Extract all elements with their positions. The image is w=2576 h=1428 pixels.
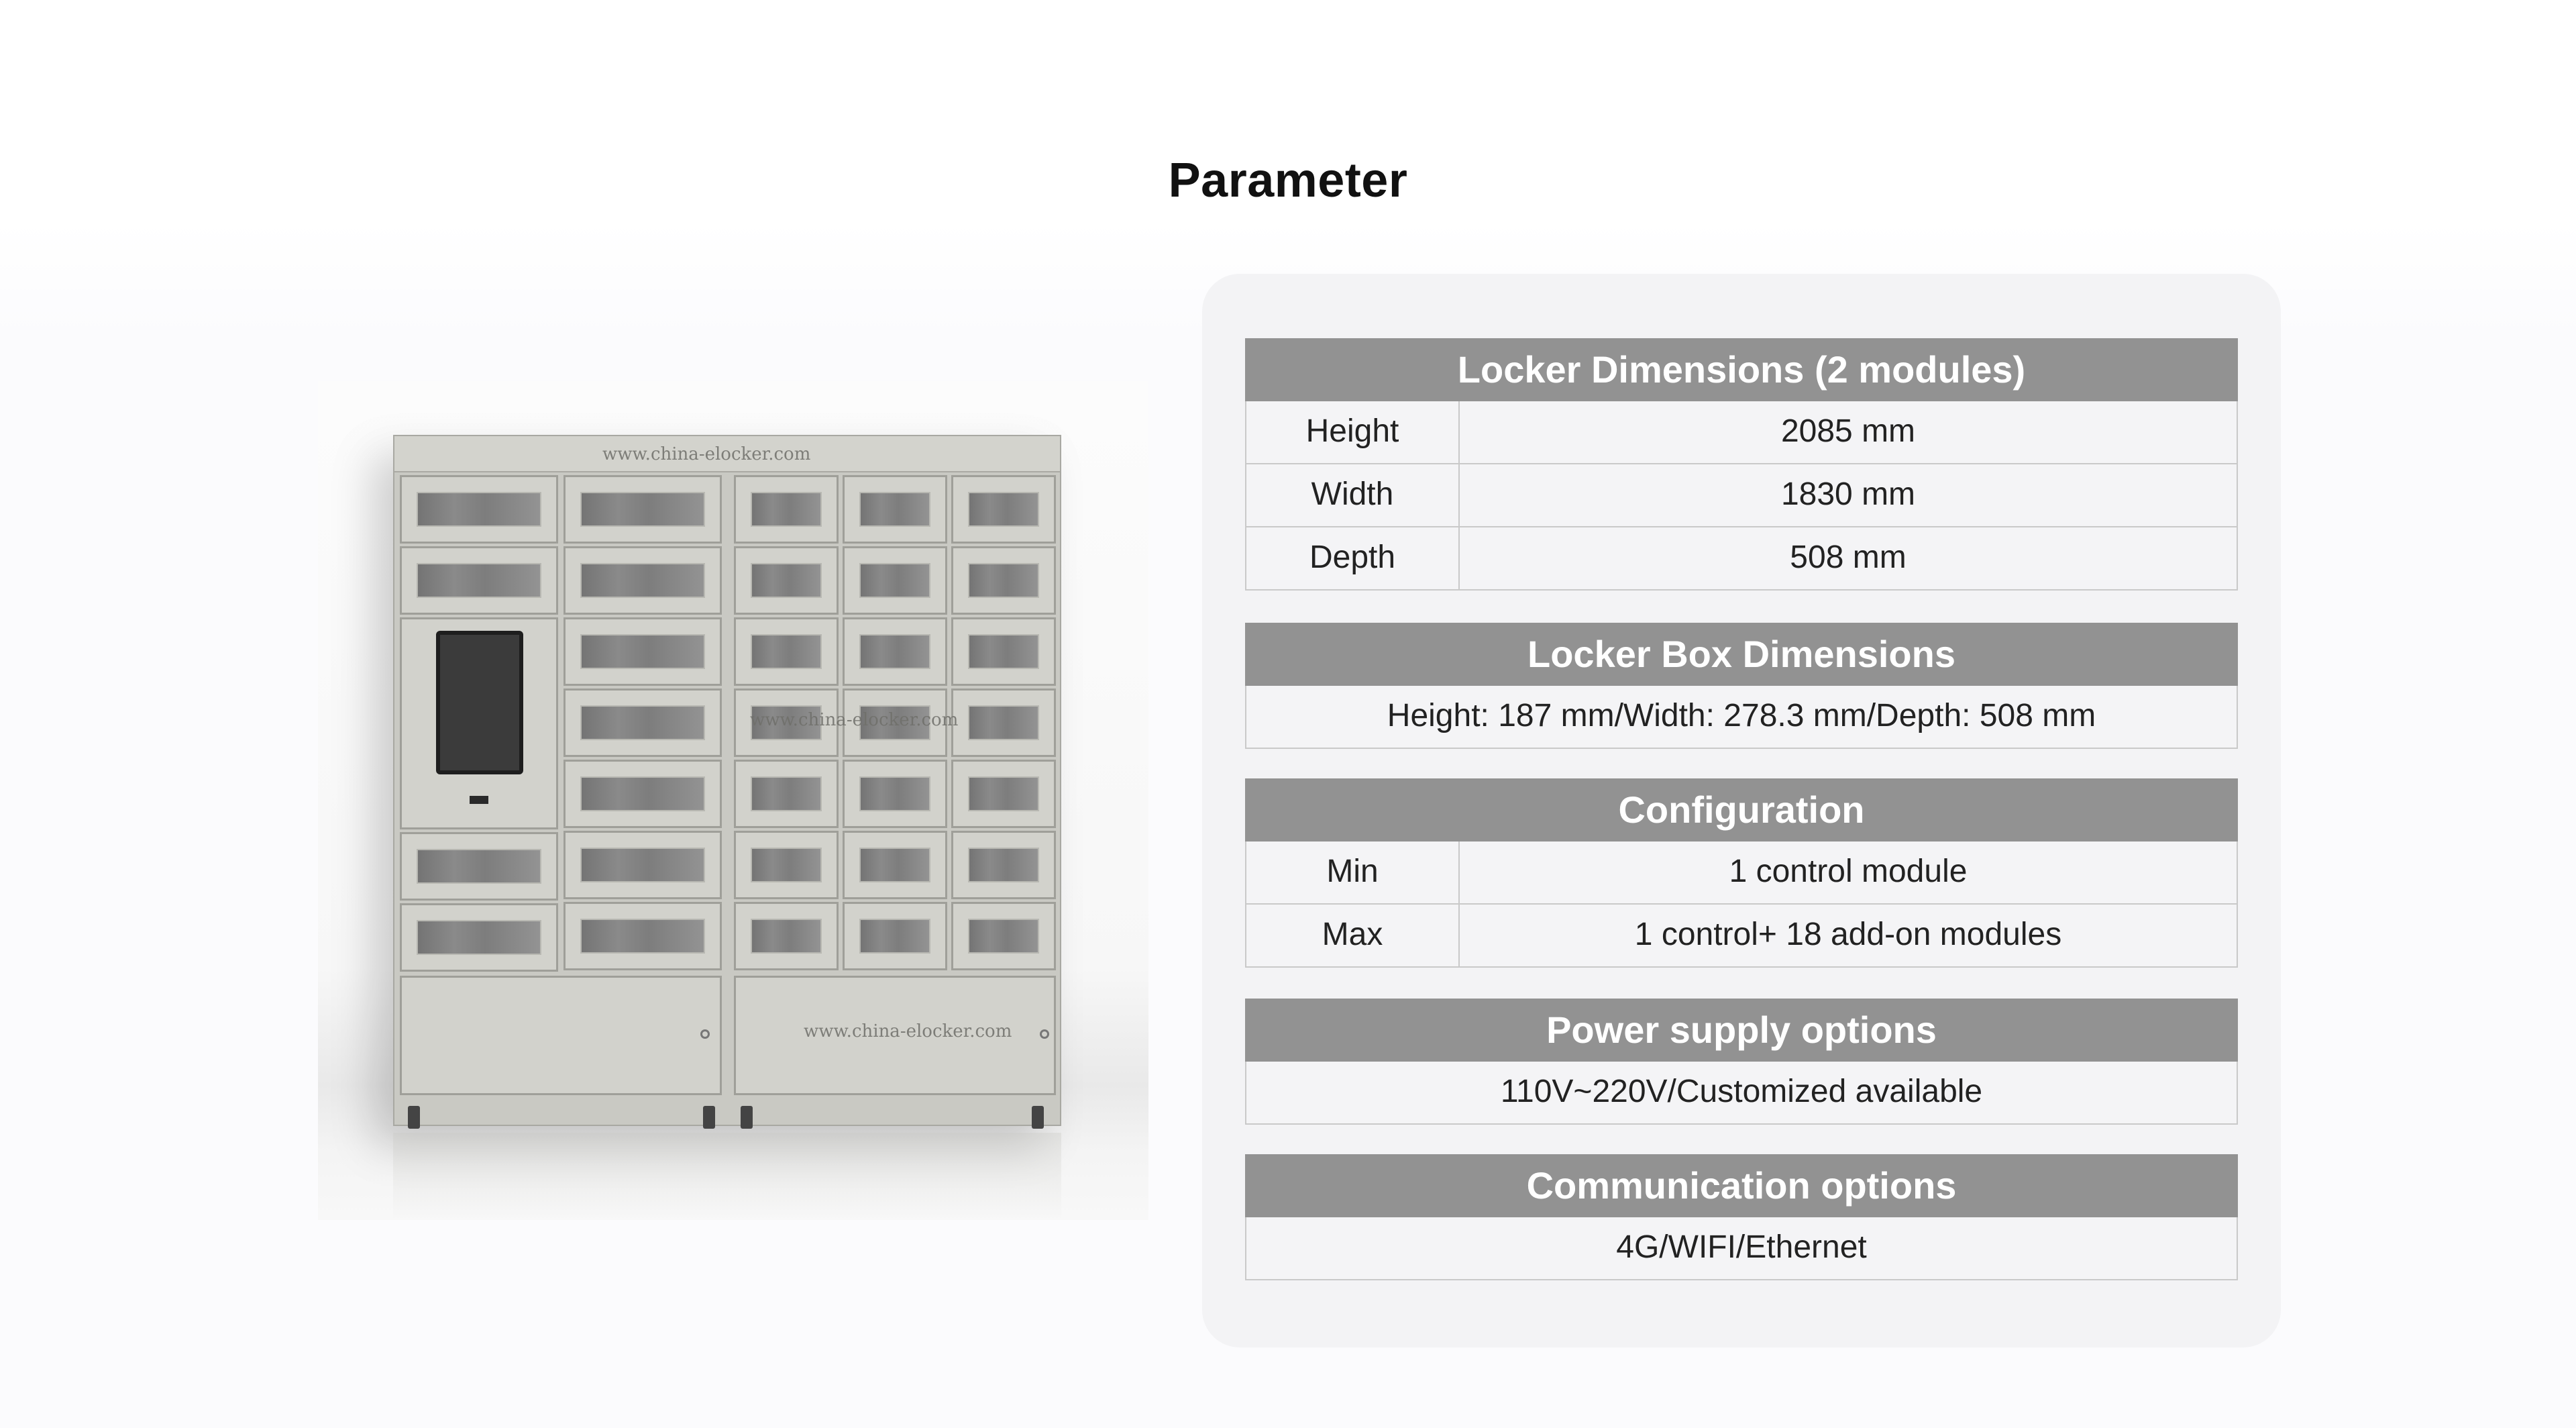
spec-row-min: Min 1 control module: [1245, 842, 2238, 905]
locker-door: [400, 475, 558, 544]
row-value: 1 control+ 18 add-on modules: [1634, 917, 2062, 952]
page-title: Parameter: [1168, 154, 1408, 207]
locker-door: [843, 688, 947, 757]
cabinet-top-panel: [394, 436, 1060, 472]
locker-door: [734, 688, 839, 757]
box-dimensions-section: Locker Box Dimensions Height: 187 mm/Wid…: [1245, 623, 2238, 749]
locker-door: [843, 831, 947, 899]
power-supply-header: Power supply options: [1245, 999, 2238, 1062]
locker-door: [843, 760, 947, 828]
touch-screen: [436, 631, 523, 774]
locker-door: [951, 902, 1056, 970]
spec-row-width: Width 1830 mm: [1245, 464, 2238, 527]
cabinet-foot: [741, 1106, 753, 1129]
watermark-top: www.china-elocker.com: [602, 444, 811, 464]
storage-door-right: [734, 976, 1056, 1095]
locker-door: [564, 902, 722, 970]
configuration-header: Configuration: [1245, 778, 2238, 842]
product-image: www.china-elocker.com: [318, 381, 1148, 1220]
row-value: 4G/WIFI/Ethernet: [1616, 1229, 1867, 1265]
locker-door: [951, 546, 1056, 615]
spec-row-max: Max 1 control+ 18 add-on modules: [1245, 905, 2238, 968]
locker-door: [734, 902, 839, 970]
cabinet-foot: [703, 1106, 715, 1129]
row-label: Height: [1246, 401, 1460, 463]
locker-cabinet: www.china-elocker.com: [393, 435, 1061, 1126]
cabinet-foot: [1032, 1106, 1044, 1129]
locker-door: [734, 475, 839, 544]
locker-door: [951, 688, 1056, 757]
row-value: 2085 mm: [1780, 413, 1916, 449]
locker-door: [843, 475, 947, 544]
locker-door: [564, 831, 722, 899]
locker-door: [734, 760, 839, 828]
locker-dimensions-header: Locker Dimensions (2 modules): [1245, 338, 2238, 401]
locker-door: [400, 903, 558, 972]
floor-reflection: [393, 1133, 1061, 1220]
watermark-middle: www.china-elocker.com: [750, 710, 959, 730]
locker-door: [843, 617, 947, 686]
row-label: Min: [1246, 842, 1460, 903]
row-value: 1 control module: [1729, 854, 1968, 889]
locker-door: [564, 475, 722, 544]
spec-row-communication: 4G/WIFI/Ethernet: [1245, 1217, 2238, 1280]
row-value: Height: 187 mm/Width: 278.3 mm/Depth: 50…: [1387, 698, 2096, 733]
locker-door: [951, 831, 1056, 899]
spec-row-power-supply: 110V~220V/Customized available: [1245, 1062, 2238, 1125]
row-label: Width: [1246, 464, 1460, 526]
spec-row-depth: Depth 508 mm: [1245, 527, 2238, 591]
row-value: 1830 mm: [1780, 476, 1916, 512]
locker-door: [564, 546, 722, 615]
box-dimensions-header: Locker Box Dimensions: [1245, 623, 2238, 686]
row-label: Depth: [1246, 527, 1460, 589]
communication-section: Communication options 4G/WIFI/Ethernet: [1245, 1154, 2238, 1280]
locker-door: [843, 902, 947, 970]
locker-door: [843, 546, 947, 615]
configuration-section: Configuration Min 1 control module Max 1…: [1245, 778, 2238, 968]
spec-row-box-dimensions: Height: 187 mm/Width: 278.3 mm/Depth: 50…: [1245, 686, 2238, 749]
locker-dimensions-section: Locker Dimensions (2 modules) Height 208…: [1245, 338, 2238, 591]
door-knob: [1040, 1029, 1049, 1039]
locker-door: [951, 760, 1056, 828]
row-label: Max: [1246, 905, 1460, 966]
locker-door: [400, 832, 558, 901]
locker-door: [734, 617, 839, 686]
cabinet-foot: [408, 1106, 420, 1129]
locker-door: [564, 760, 722, 828]
communication-header: Communication options: [1245, 1154, 2238, 1217]
row-value: 508 mm: [1790, 540, 1907, 575]
spec-row-height: Height 2085 mm: [1245, 401, 2238, 464]
locker-door: [734, 831, 839, 899]
storage-door-left: [400, 976, 722, 1095]
door-knob: [700, 1029, 710, 1039]
row-value: 110V~220V/Customized available: [1500, 1074, 1983, 1109]
spec-card: Locker Dimensions (2 modules) Height 208…: [1202, 274, 2281, 1347]
locker-door: [951, 475, 1056, 544]
locker-door: [564, 617, 722, 686]
card-scanner: [470, 796, 488, 804]
watermark-bottom: www.china-elocker.com: [804, 1021, 1012, 1041]
locker-door: [400, 546, 558, 615]
locker-door: [951, 617, 1056, 686]
locker-door: [734, 546, 839, 615]
locker-door: [564, 688, 722, 757]
power-supply-section: Power supply options 110V~220V/Customize…: [1245, 999, 2238, 1125]
